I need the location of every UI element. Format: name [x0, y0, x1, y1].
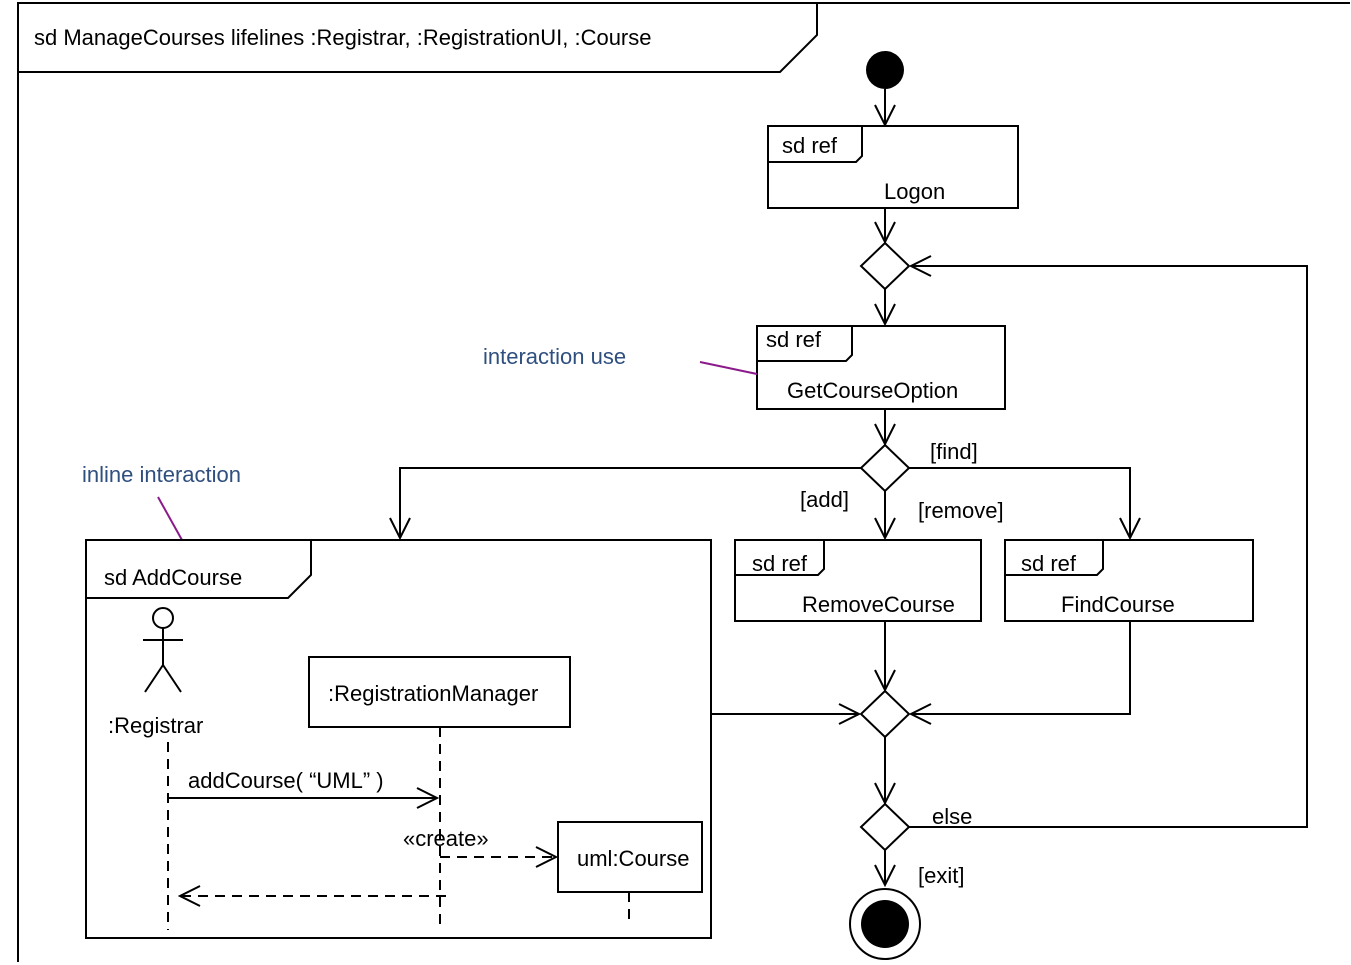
ref-removecourse-tag: sd ref [752, 551, 808, 576]
ref-remove-course[interactable]: sd ref RemoveCourse [734, 539, 982, 622]
ref-getcourseoption-name: GetCourseOption [787, 378, 958, 403]
note-inline-interaction-connector [157, 496, 183, 541]
flow-findcourse-merge [911, 621, 1131, 714]
lifeline-course-label: uml:Course [577, 846, 689, 871]
guard-add: [add] [800, 487, 849, 512]
ref-logon-name: Logon [884, 179, 945, 204]
lifeline-registrationmanager-head: :RegistrationManager [308, 656, 571, 728]
message-addcourse-label: addCourse( “UML” ) [188, 768, 384, 793]
merge-node-after-action [859, 689, 911, 739]
final-node [849, 888, 921, 960]
ref-getcourseoption-tag: sd ref [766, 327, 822, 352]
actor-registrar-icon [143, 607, 183, 693]
ref-find-course[interactable]: sd ref FindCourse [1004, 539, 1254, 622]
ref-logon-tag: sd ref [782, 133, 838, 158]
flow-decision-findcourse [909, 467, 1130, 538]
flow-decision-addcourse [400, 467, 861, 538]
lifeline-registrationmanager-label: :RegistrationManager [328, 681, 538, 706]
guard-else: else [932, 804, 972, 829]
ref-findcourse-name: FindCourse [1061, 592, 1175, 617]
decision-node-exit [859, 802, 911, 852]
lifeline-registrar-label: :Registrar [108, 713, 203, 738]
guard-exit: [exit] [918, 863, 964, 888]
note-interaction-use: interaction use [483, 344, 626, 369]
decision-node-option [859, 443, 911, 493]
ref-removecourse-name: RemoveCourse [802, 592, 955, 617]
note-inline-interaction: inline interaction [82, 462, 241, 487]
merge-node-loop [859, 241, 911, 291]
flow-else-loop-back [909, 266, 1308, 828]
inline-addcourse-title: sd AddCourse [104, 565, 242, 590]
guard-find: [find] [930, 439, 978, 464]
frame-title: sd ManageCourses lifelines :Registrar, :… [34, 25, 652, 50]
outer-frame: sd ManageCourses lifelines :Registrar, :… [17, 2, 1350, 962]
note-interaction-use-connector [699, 361, 758, 375]
initial-node [866, 51, 904, 89]
message-create-label: «create» [403, 826, 489, 851]
lifeline-course-head: uml:Course [557, 821, 703, 893]
ref-logon[interactable]: sd ref Logon [767, 125, 1019, 209]
ref-findcourse-tag: sd ref [1021, 551, 1077, 576]
guard-remove: [remove] [918, 498, 1004, 523]
ref-get-course-option[interactable]: sd ref GetCourseOption [756, 325, 1006, 410]
